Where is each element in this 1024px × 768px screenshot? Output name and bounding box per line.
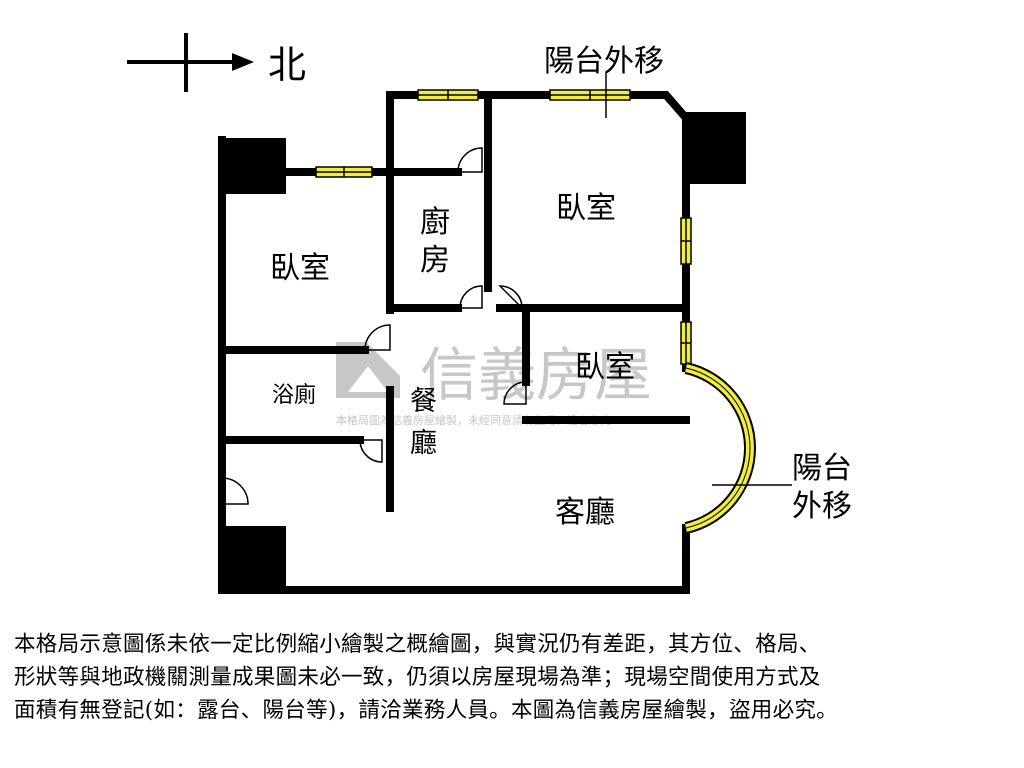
living-room-label: 客廳 bbox=[555, 495, 615, 530]
door-bathroom bbox=[364, 324, 391, 351]
pillar bbox=[220, 138, 286, 194]
compass-direction: 北 bbox=[268, 43, 306, 87]
dining-label-2: 廳 bbox=[410, 428, 437, 459]
disclaimer-line: 面積有無登記(如：露台、陽台等)，請洽業務人員。本圖為信義房屋繪製，盜用必究。 bbox=[14, 698, 838, 723]
curved-balcony-window bbox=[684, 362, 792, 534]
pillars bbox=[220, 112, 746, 592]
kitchen-label-2: 房 bbox=[420, 243, 450, 278]
small-bedroom-label: 臥室 bbox=[575, 350, 635, 385]
compass: 北 bbox=[127, 33, 306, 92]
pillar bbox=[220, 526, 286, 592]
dining-label-1: 餐 bbox=[410, 386, 437, 417]
door-kitchen bbox=[457, 147, 483, 173]
windows bbox=[315, 89, 692, 365]
arrow-right-icon bbox=[232, 53, 254, 71]
room-labels: 陽台外移 臥室 臥室 廚 房 臥室 浴廁 餐 廳 客廳 陽台 外移 bbox=[270, 44, 852, 530]
watermark: 信義房屋 本格局圖為信義房屋繪製，未經同意請勿盜用，違者必究 bbox=[336, 341, 652, 427]
pillar bbox=[682, 112, 746, 184]
balcony-top-label: 陽台外移 bbox=[544, 44, 664, 79]
door-entrance bbox=[221, 477, 249, 505]
disclaimer: 本格局示意圖係未依一定比例縮小繪製之概繪圖，與實況仍有差距，其方位、格局、 形狀… bbox=[14, 628, 1014, 727]
disclaimer-line: 形狀等與地政機關測量成果圖未必一致，仍須以房屋現場為準；現場空間使用方式及 bbox=[14, 665, 821, 690]
balcony-right-label-1: 陽台 bbox=[792, 451, 852, 486]
kitchen-label-1: 廚 bbox=[420, 205, 450, 240]
bedroom-west-label: 臥室 bbox=[270, 251, 330, 286]
door-bedroom bbox=[498, 285, 524, 309]
door-kitchen-bottom bbox=[458, 285, 483, 309]
door-small-bedroom bbox=[503, 381, 527, 405]
door-dining bbox=[359, 439, 383, 463]
bedroom-ne-label: 臥室 bbox=[556, 191, 616, 226]
disclaimer-line: 本格局示意圖係未依一定比例縮小繪製之概繪圖，與實況仍有差距，其方位、格局、 bbox=[14, 632, 821, 657]
doors bbox=[221, 147, 527, 505]
floor-plan: 北 信義房屋 本格局圖為信義房屋繪製，未經同意請勿盜用，違者必究 bbox=[127, 33, 852, 594]
balcony-right-label-2: 外移 bbox=[792, 489, 852, 524]
watermark-brand: 信義房屋 bbox=[420, 341, 652, 409]
bathroom-label: 浴廁 bbox=[272, 383, 316, 408]
